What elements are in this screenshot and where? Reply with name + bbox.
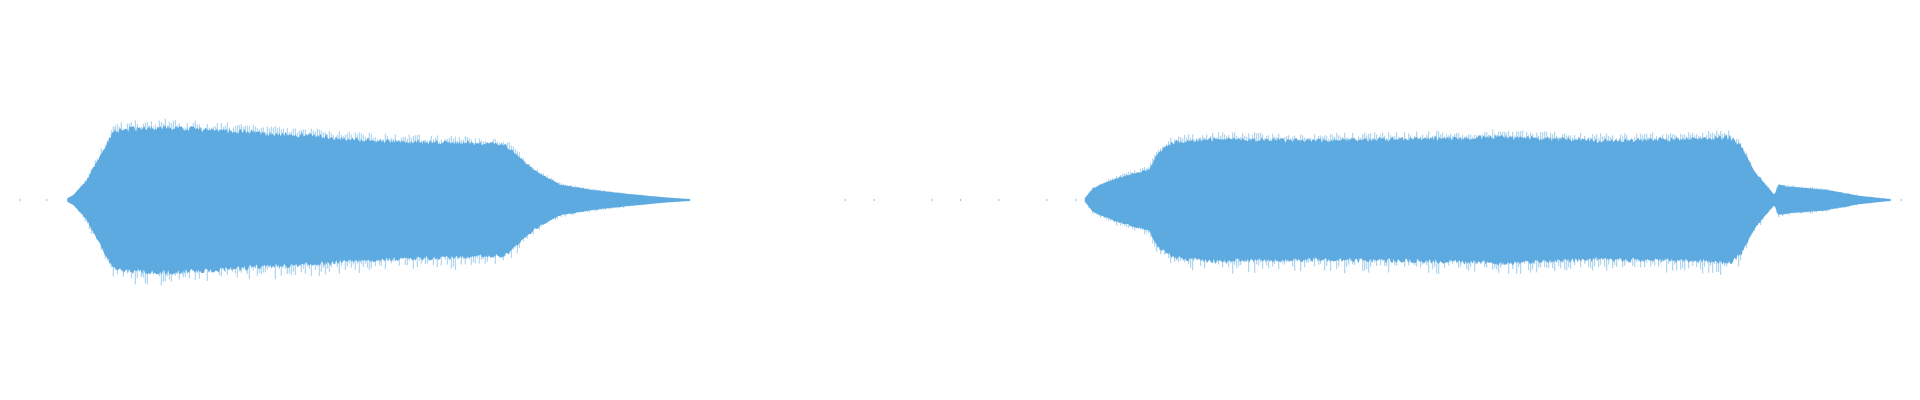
waveform-envelope [67, 124, 691, 276]
waveform-envelope [1084, 134, 1891, 266]
noise-dot [46, 199, 48, 201]
waveform-peaks [72, 118, 648, 286]
noise-dot [960, 199, 962, 201]
waveform-peaks [1088, 129, 1860, 275]
noise-dot [1046, 199, 1048, 201]
noise-dot [19, 199, 21, 201]
noise-dot [1900, 199, 1902, 201]
noise-dot [844, 199, 846, 201]
waveform-segment-1[interactable] [67, 118, 691, 286]
noise-dot [873, 199, 875, 201]
waveform-segment-2[interactable] [1084, 129, 1891, 275]
noise-dot [1075, 199, 1077, 201]
noise-dot [998, 199, 1000, 201]
noise-dot [931, 199, 933, 201]
